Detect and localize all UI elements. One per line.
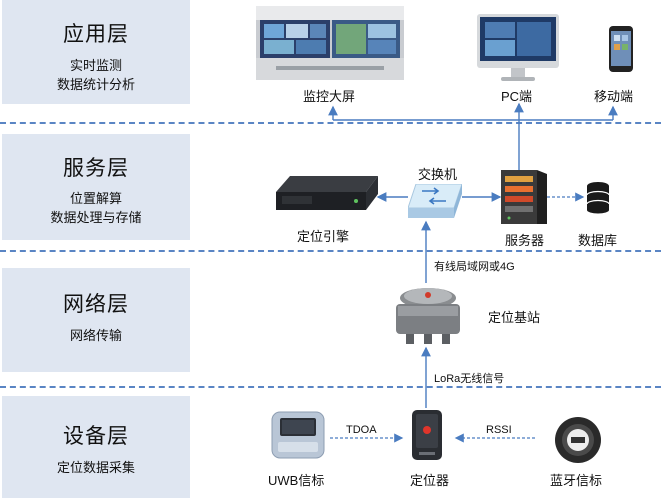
bt-tag-image [555, 417, 601, 463]
server-image [501, 170, 547, 224]
tdoa-label: TDOA [346, 424, 377, 436]
layer-desc: 位置解算 数据处理与存储 [2, 189, 190, 227]
switch-label: 交换机 [418, 167, 458, 182]
lora-link-label: LoRa无线信号 [434, 373, 505, 385]
rssi-label: RSSI [486, 424, 512, 436]
mobile-image [609, 26, 633, 72]
uwb-tag-label: UWB信标 [268, 473, 325, 488]
layer-divider [0, 122, 661, 124]
layer-desc-line: 实时监测 [69, 58, 122, 73]
base-station-image [396, 288, 460, 344]
database-label: 数据库 [578, 233, 618, 248]
layer-desc: 网络传输 [2, 326, 190, 345]
layer-title: 服务层 [63, 157, 129, 180]
layer-desc: 实时监测 数据统计分析 [2, 56, 190, 94]
layer-title: 设备层 [63, 425, 129, 448]
layer-service: 服务层 位置解算 数据处理与存储 [2, 134, 190, 240]
switch-image [408, 184, 462, 218]
locator-image [412, 410, 442, 460]
layer-desc: 定位数据采集 [2, 458, 190, 477]
layer-device: 设备层 定位数据采集 [2, 396, 190, 498]
uwb-tag-image [271, 411, 325, 459]
mobile-label: 移动端 [594, 89, 634, 104]
database-icon [586, 182, 610, 214]
locator-label: 定位器 [410, 473, 450, 488]
layer-network: 网络层 网络传输 [2, 268, 190, 372]
layer-desc-line: 数据统计分析 [56, 77, 135, 92]
layer-title: 应用层 [63, 23, 129, 46]
layer-divider [0, 250, 661, 252]
pc-label: PC端 [501, 89, 533, 104]
base-station-label: 定位基站 [488, 310, 541, 325]
engine-label: 定位引擎 [297, 229, 350, 244]
monitor-wall-label: 监控大屏 [303, 89, 356, 104]
layer-divider [0, 386, 661, 388]
layer-application: 应用层 实时监测 数据统计分析 [2, 0, 190, 104]
wired-link-label: 有线局域网或4G [434, 261, 515, 273]
bt-tag-label: 蓝牙信标 [550, 473, 603, 488]
pc-image [477, 14, 559, 81]
server-label: 服务器 [505, 233, 545, 248]
layer-desc-line: 定位数据采集 [56, 460, 135, 475]
layer-desc-line: 位置解算 [69, 191, 122, 206]
layer-title: 网络层 [63, 293, 129, 316]
engine-image [276, 176, 378, 210]
layer-desc-line: 网络传输 [69, 328, 122, 343]
layer-desc-line: 数据处理与存储 [50, 210, 142, 225]
monitor-wall-image [256, 6, 404, 80]
